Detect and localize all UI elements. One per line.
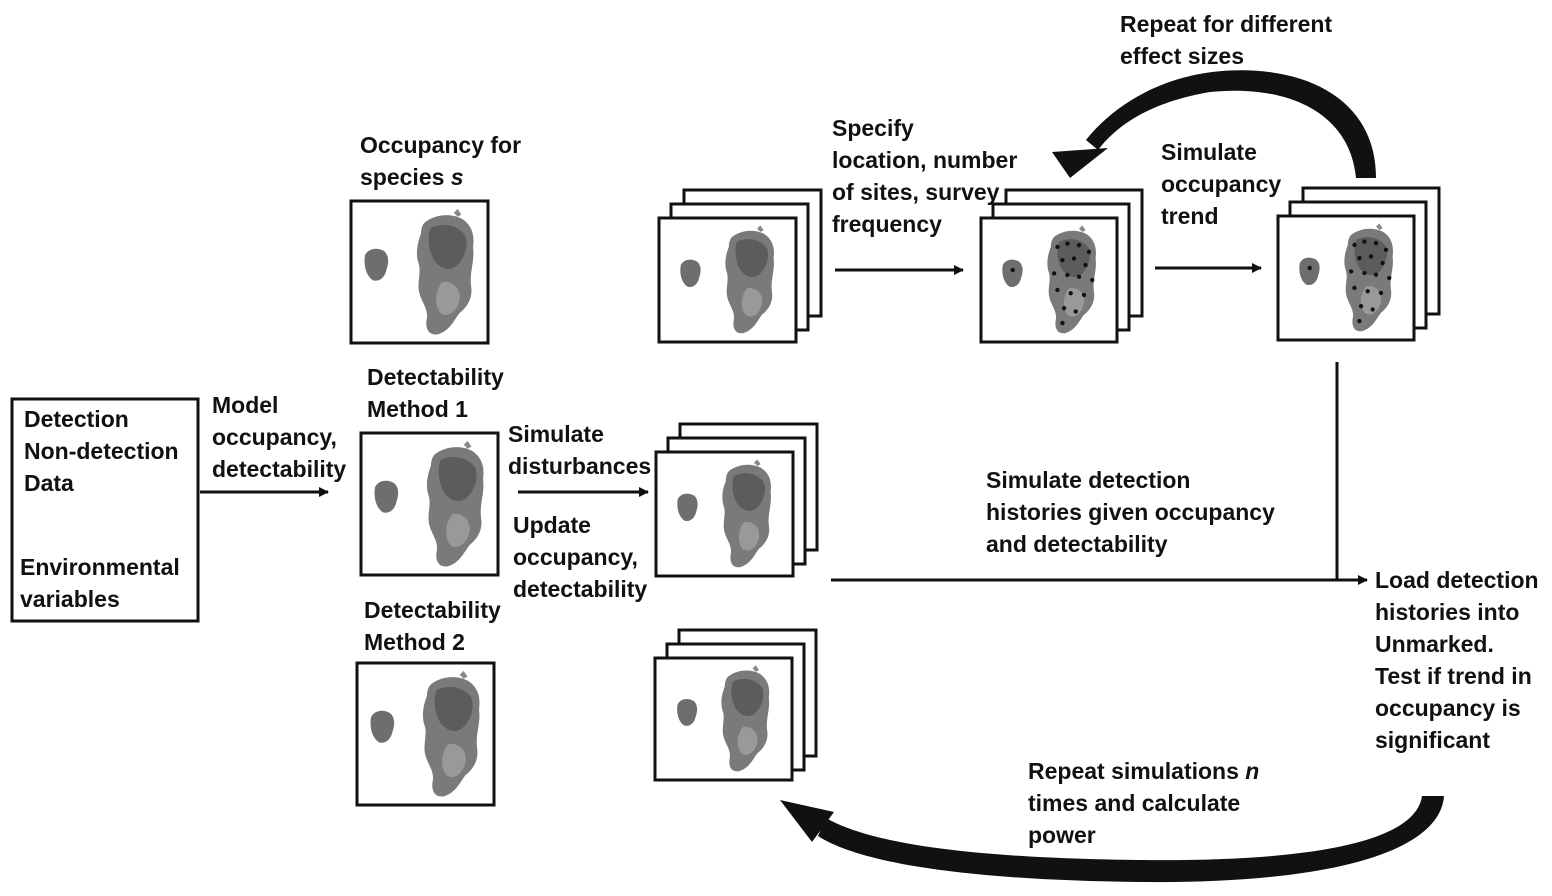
- update-occupancy-label: Update occupancy, detectability: [513, 512, 648, 602]
- cycle-arrow-icon: [1052, 70, 1376, 178]
- specify-label: Specify location, number of sites, surve…: [832, 115, 1018, 237]
- detectability-method-2-label: Detectability Method 2: [364, 597, 501, 655]
- detectability-1-map-frame: [359, 431, 500, 577]
- map-stack-trend: [1276, 186, 1441, 342]
- simulate-detection-label: Simulate detection histories given occup…: [986, 467, 1275, 557]
- repeat-simulations-label: Repeat simulations n times and calculate…: [1028, 758, 1260, 848]
- map-stack-disturbance-1: [654, 422, 819, 578]
- detectability-method-1-label: Detectability Method 1: [367, 364, 504, 422]
- map-stack-disturbance-2: [653, 628, 818, 782]
- cycle-arrow-icon-repeat: [780, 796, 1444, 883]
- simulate-disturbances-label: Simulate disturbances: [508, 421, 652, 479]
- simulate-trend-label: Simulate occupancy trend: [1161, 139, 1282, 229]
- detectability-2-map-frame: [355, 661, 496, 807]
- input-data-label: Detection Non-detection Data: [24, 406, 179, 496]
- map-stack-survey: [979, 188, 1144, 344]
- load-detection-label: Load detection histories into Unmarked. …: [1375, 567, 1539, 753]
- map-stack-top: [657, 188, 823, 344]
- occupancy-map-frame: [349, 199, 490, 345]
- occupancy-species-label: Occupancy for species s: [360, 132, 522, 190]
- input-data-box: [10, 397, 200, 623]
- repeat-effect-sizes-label: Repeat for different effect sizes: [1120, 11, 1333, 69]
- environmental-variables-label: Environmental variables: [20, 554, 180, 612]
- model-label: Model occupancy, detectability: [212, 392, 347, 482]
